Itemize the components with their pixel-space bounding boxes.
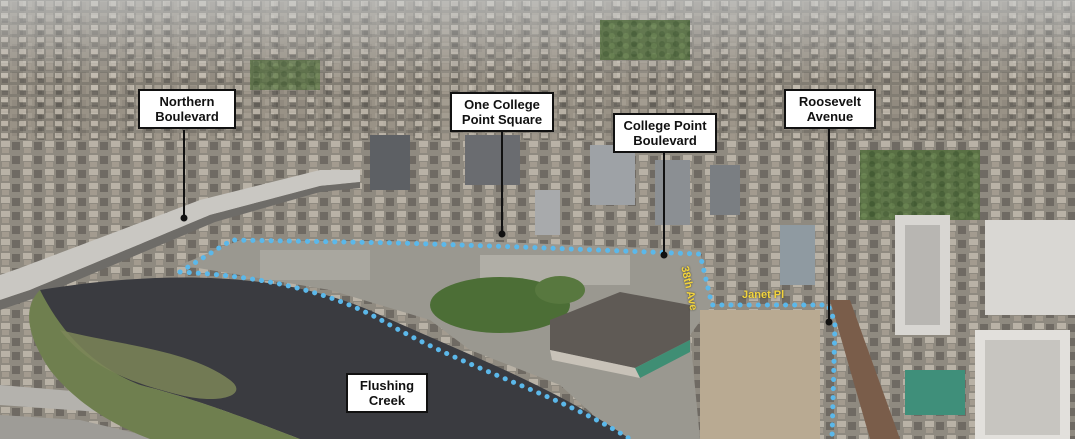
- one-college-point-square-line2: Point Square: [461, 112, 543, 127]
- roosevelt-avenue-line1: Roosevelt: [798, 94, 862, 109]
- flushing-creek-line2: Creek: [368, 393, 406, 408]
- janet-pl-label: Janet Pl: [742, 289, 785, 301]
- college-point-boulevard-line2: Boulevard: [633, 133, 697, 148]
- college-point-boulevard-callout: College Point Boulevard: [613, 113, 717, 153]
- site-boundary-line: [177, 237, 838, 439]
- college-point-boulevard-line1: College Point: [623, 118, 707, 133]
- flushing-creek-callout: Flushing Creek: [346, 373, 428, 413]
- flushing-creek-line1: Flushing: [359, 378, 415, 393]
- northern-boulevard-callout: Northern Boulevard: [138, 89, 236, 129]
- northern-boulevard-line1: Northern: [159, 94, 215, 109]
- northern-boulevard-line2: Boulevard: [155, 109, 219, 124]
- roosevelt-avenue-line2: Avenue: [806, 109, 854, 124]
- one-college-point-square-callout: One College Point Square: [450, 92, 554, 132]
- one-college-point-square-line1: One College: [464, 97, 540, 112]
- roosevelt-avenue-callout: Roosevelt Avenue: [784, 89, 876, 129]
